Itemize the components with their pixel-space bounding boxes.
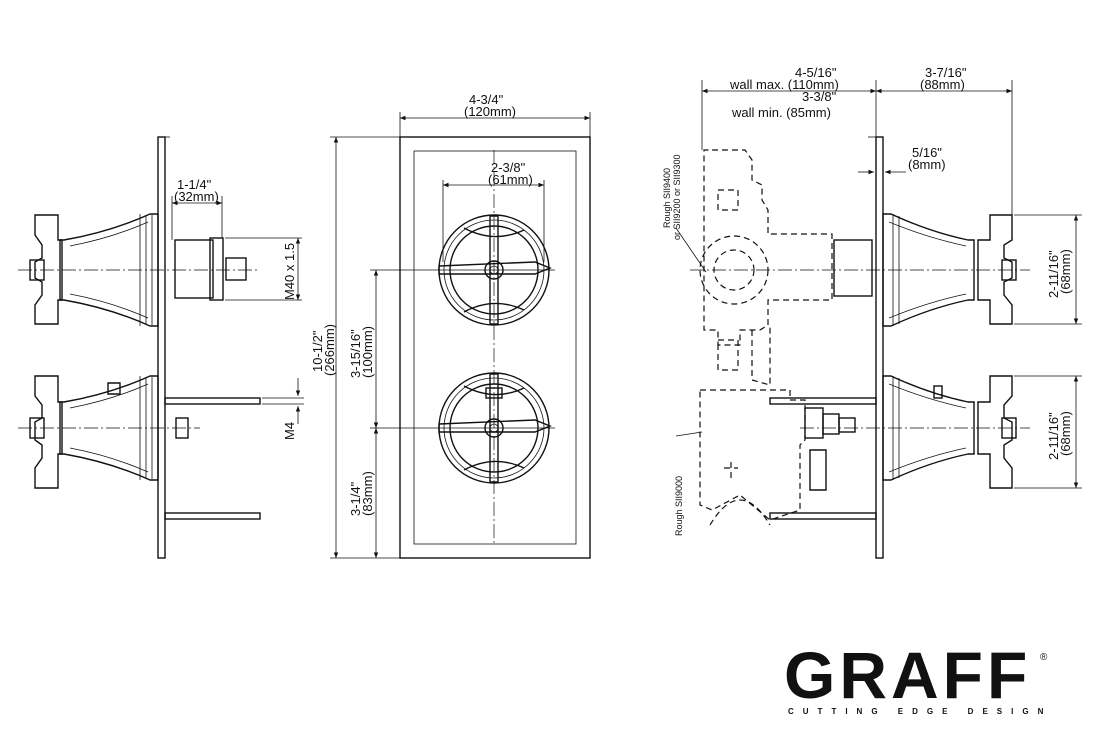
rough-lower-label: Rough SII9000 <box>674 476 684 536</box>
front-view: 4-3/4" (120mm) 2-3/8" (61mm) 10-1/2" (26… <box>310 92 591 559</box>
dim-width-mm: (120mm) <box>464 104 516 119</box>
dim-projection-mm: (88mm) <box>920 77 965 92</box>
dim-height-in: 10-1/2" <box>310 330 325 372</box>
left-side-view: 1-1/4" (32mm) M40 x 1.5 M4 <box>18 136 304 559</box>
dim-bottom-mm: (83mm) <box>360 471 375 516</box>
dim-spacing-mm: (100mm) <box>360 326 375 378</box>
dim-depth-in: 1-1/4" <box>177 177 212 192</box>
dim-plate-in: 5/16" <box>912 145 942 160</box>
dim-handle-in: 2-3/8" <box>491 160 526 175</box>
dim-height-mm: (266mm) <box>322 324 337 376</box>
dim-handle-lower-mm: (68mm) <box>1058 411 1073 456</box>
dim-handle-lower-in: 2-11/16" <box>1046 412 1061 460</box>
dim-bottom-in: 3-1/4" <box>348 481 363 516</box>
dim-handle-upper-mm: (68mm) <box>1058 249 1073 294</box>
dim-projection-in: 3-7/16" <box>925 65 967 80</box>
dim-depth-mm: (32mm) <box>174 189 219 204</box>
brand-name: GRAFF <box>784 638 1031 712</box>
brand-registered: ® <box>1040 652 1048 663</box>
dim-wall-max-in: 4-5/16" <box>795 65 837 80</box>
dim-handle-upper-in: 2-11/16" <box>1046 250 1061 298</box>
dim-spacing-in: 3-15/16" <box>348 329 363 378</box>
brand-tagline: CUTTING EDGE DESIGN <box>788 707 1052 716</box>
dim-width-in: 4-3/4" <box>469 92 504 107</box>
rough-upper-label-1: Rough SII9400 <box>662 168 672 228</box>
dim-wall-min-in: 3-3/8" <box>802 89 837 104</box>
dim-thread: M40 x 1.5 <box>282 243 297 300</box>
dim-wall-min-label: wall min. (85mm) <box>731 105 831 120</box>
dim-wall-max-label: wall max. (110mm) <box>729 77 839 92</box>
dim-screw: M4 <box>282 422 297 440</box>
right-section-view: 4-5/16" wall max. (110mm) 3-3/8" wall mi… <box>662 65 1082 559</box>
dim-handle-mm: (61mm) <box>488 172 533 187</box>
graff-logo: GRAFF ® CUTTING EDGE DESIGN <box>784 638 1052 716</box>
rough-upper-label-2: or SII9200 or SII9300 <box>672 154 682 240</box>
dim-plate-mm: (8mm) <box>908 157 946 172</box>
